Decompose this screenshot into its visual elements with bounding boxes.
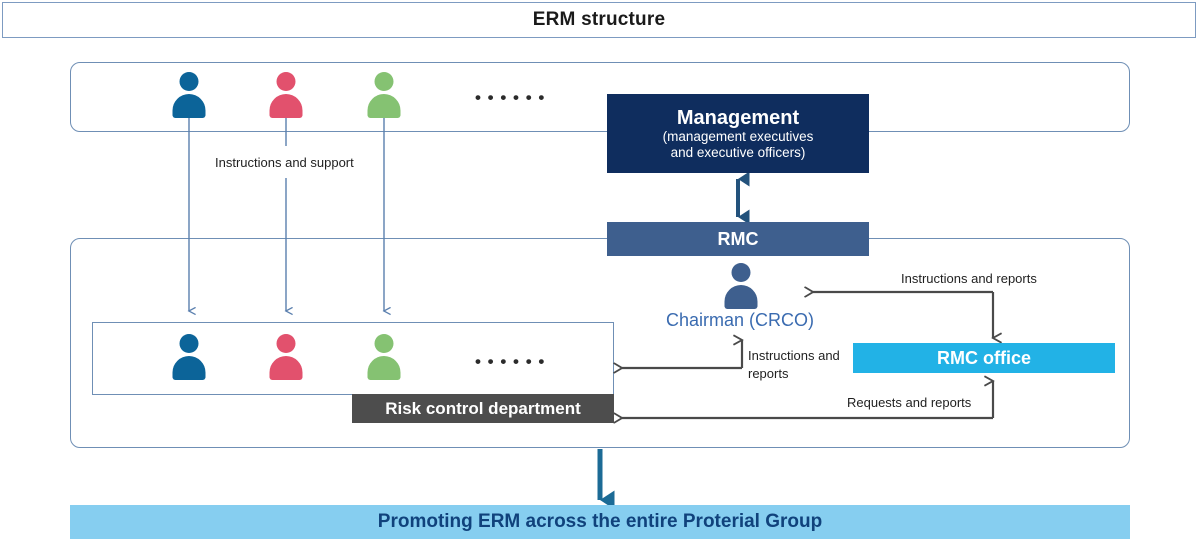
bottom-banner: Promoting ERM across the entire Proteria… [70,505,1130,539]
label-instructions-and-support: Instructions and support [215,155,354,170]
bottom-person-blue [170,334,208,380]
person-head-icon [276,334,296,353]
diagram-title-bar: ERM structure [2,2,1196,38]
person-body-icon [172,94,206,118]
top-people-ellipsis: • • • • • • [475,88,546,107]
chairman-person-icon [722,263,760,309]
person-body-icon [172,356,206,380]
top-person-green [365,72,403,118]
person-body-icon [269,94,303,118]
person-body-icon [367,356,401,380]
rmc-office-box: RMC office [853,343,1115,373]
bottom-people-ellipsis: • • • • • • [475,352,546,371]
label-requests-and-reports: Requests and reports [847,395,972,410]
bottom-person-pink [267,334,305,380]
rmc-box: RMC [607,222,869,256]
person-head-icon [374,72,394,91]
person-body-icon [269,356,303,380]
person-head-icon [276,72,296,91]
top-group-panel [70,62,1130,132]
bottom-person-green [365,334,403,380]
person-body-icon [367,94,401,118]
chairman-label: Chairman (CRCO) [665,310,815,330]
management-box: Management (management executives and ex… [607,94,869,173]
label-instructions-and-reports-mid-line2: reports [748,366,789,381]
person-head-icon [179,72,199,91]
management-title: Management [676,107,800,129]
label-instructions-and-reports-top: Instructions and reports [901,271,1037,286]
person-body-icon [724,285,758,309]
top-person-pink [267,72,305,118]
top-person-blue [170,72,208,118]
person-head-icon [731,263,751,282]
page-title: ERM structure [532,9,666,30]
risk-control-department-box: Risk control department [352,394,614,423]
label-instructions-and-reports-mid-line1: Instructions and [748,348,840,363]
management-subtitle-line2: and executive officers) [670,144,806,160]
person-head-icon [374,334,394,353]
management-subtitle-line1: (management executives [662,129,814,144]
person-head-icon [179,334,199,353]
